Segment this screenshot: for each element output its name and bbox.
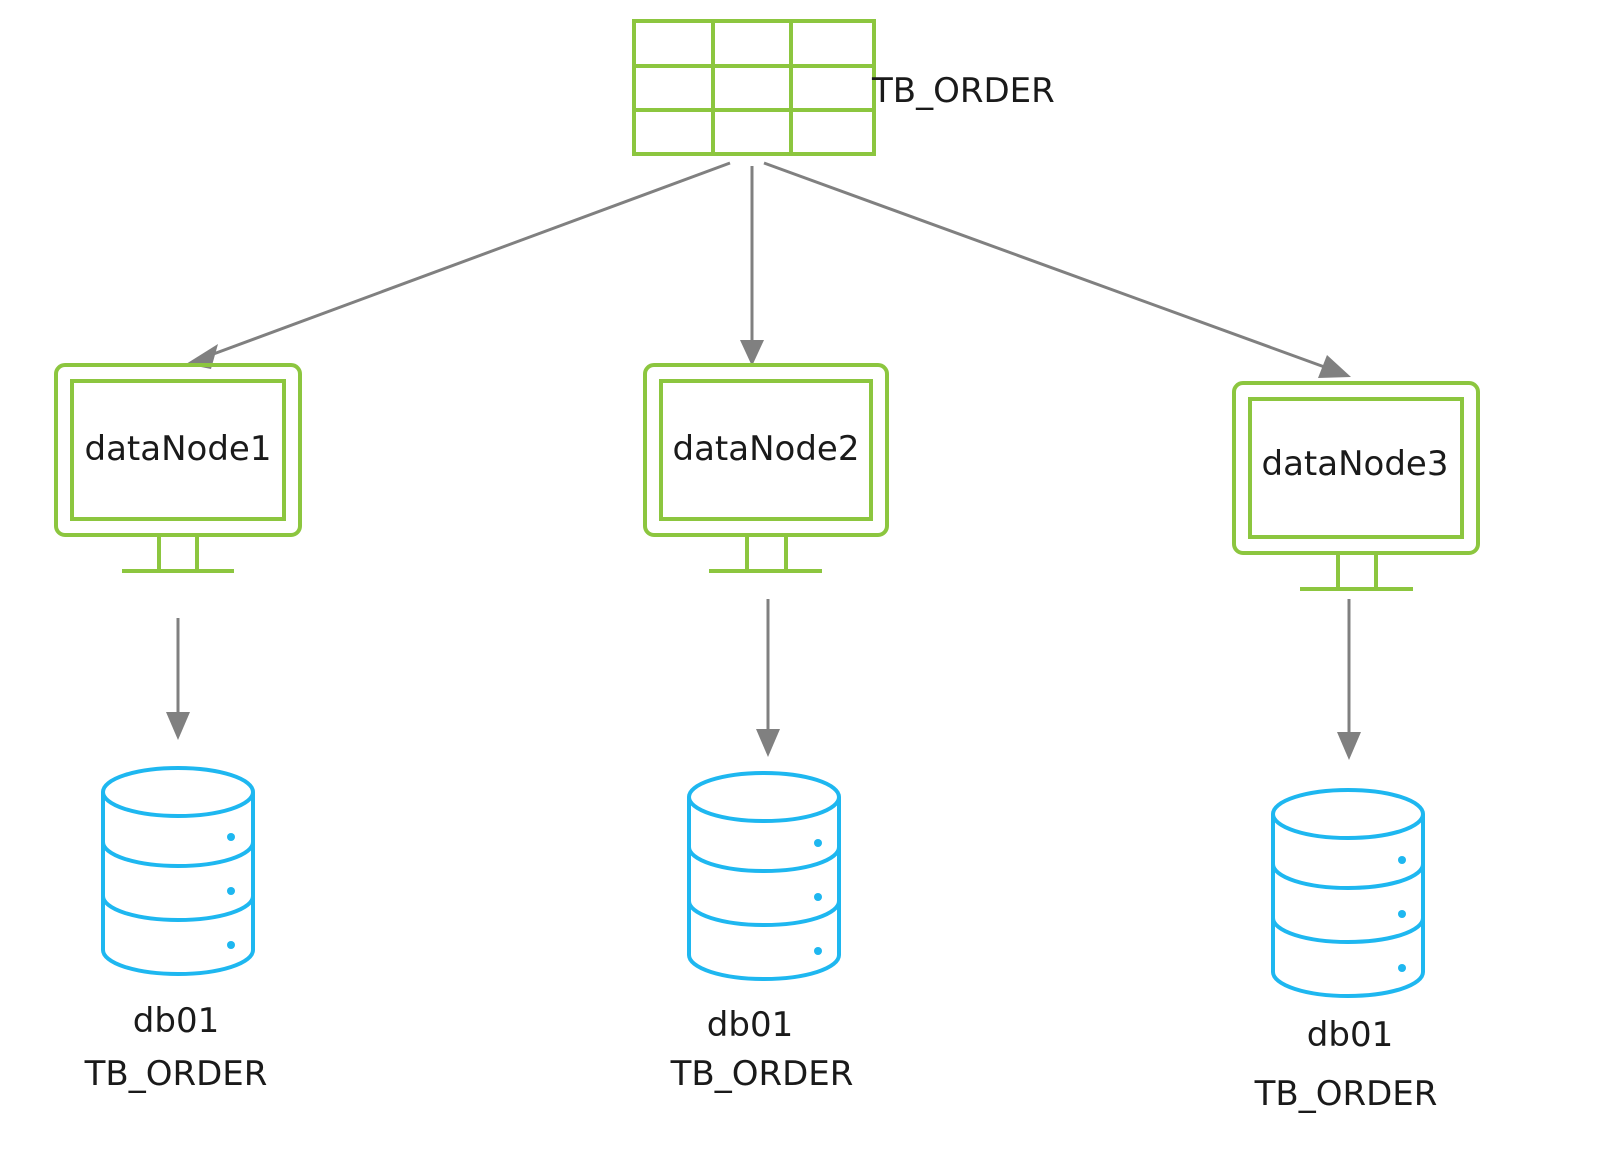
node-to-db-arrows	[166, 599, 1361, 760]
table-grid-icon	[632, 19, 876, 156]
data-node-label: dataNode1	[85, 429, 272, 469]
logical-table-label: TB_ORDER	[871, 71, 1055, 111]
database-2: db01 TB_ORDER	[670, 771, 854, 1094]
arrow-table-to-datanode2	[740, 166, 764, 366]
arrow-datanode2-to-db	[756, 599, 780, 757]
data-node-label: dataNode3	[1262, 444, 1449, 484]
data-node-3: dataNode3	[1232, 381, 1480, 591]
database-name-label: db01	[707, 1005, 793, 1045]
arrow-datanode1-to-db	[166, 618, 190, 740]
data-node-1: dataNode1	[54, 363, 302, 573]
database-icon	[687, 771, 841, 981]
monitor-icon	[54, 363, 302, 573]
physical-table-label: TB_ORDER	[84, 1054, 268, 1094]
logical-table: TB_ORDER	[632, 19, 1055, 156]
arrow-table-to-datanode3	[763, 161, 1351, 378]
database-name-label: db01	[1307, 1015, 1393, 1055]
arrow-datanode3-to-db	[1337, 599, 1361, 760]
database-icon	[1271, 788, 1425, 998]
data-node-label: dataNode2	[673, 429, 860, 469]
monitor-icon	[643, 363, 889, 573]
physical-table-label: TB_ORDER	[1254, 1074, 1438, 1114]
table-to-node-arrows	[186, 161, 1351, 378]
database-name-label: db01	[133, 1001, 219, 1041]
database-1: db01 TB_ORDER	[84, 766, 268, 1094]
database-3: db01 TB_ORDER	[1254, 788, 1438, 1114]
physical-table-label: TB_ORDER	[670, 1054, 854, 1094]
database-icon	[101, 766, 255, 976]
monitor-icon	[1232, 381, 1480, 591]
data-node-2: dataNode2	[643, 363, 889, 573]
arrow-table-to-datanode1	[186, 161, 731, 369]
